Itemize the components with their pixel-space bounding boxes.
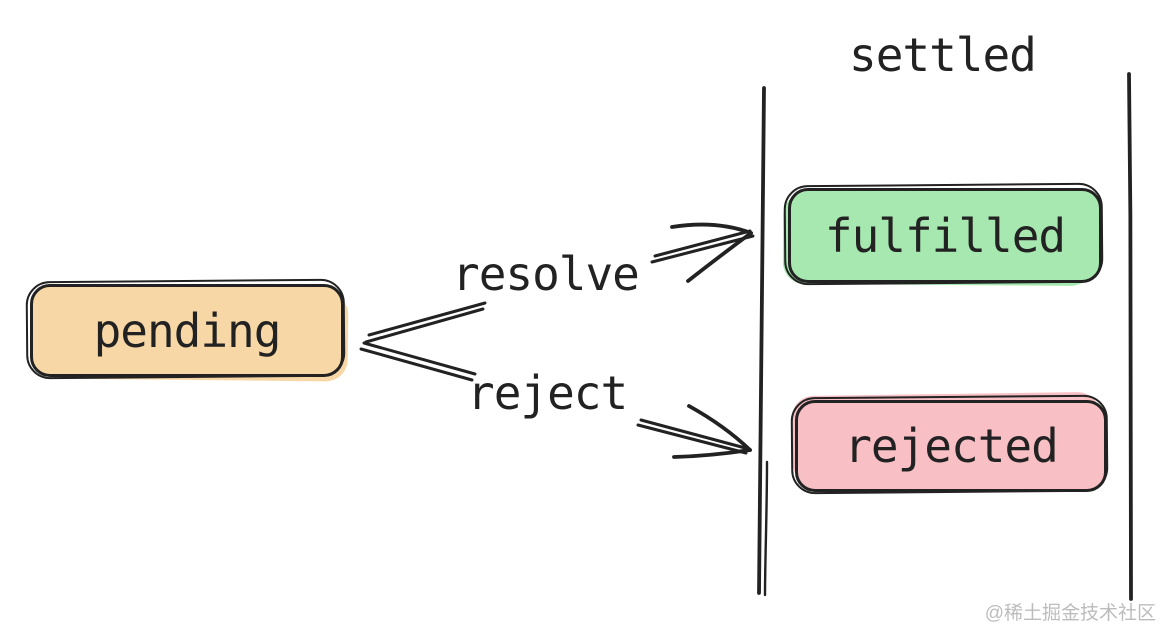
fulfilled-node-body: fulfilled <box>788 188 1102 283</box>
resolve-edge-label: resolve <box>452 247 640 301</box>
watermark-text: @稀土掘金技术社区 <box>984 603 1156 624</box>
rejected-state-node: rejected <box>791 391 1107 492</box>
reject-edge-label: reject <box>467 366 628 420</box>
rejected-node-label: rejected <box>844 419 1059 473</box>
fulfilled-state-node: fulfilled <box>782 188 1102 287</box>
pending-state-node: pending <box>30 284 349 382</box>
settled-region-title: settled <box>849 28 1037 82</box>
pending-node-body: pending <box>30 284 344 377</box>
fulfilled-node-label: fulfilled <box>824 208 1066 263</box>
settled-left-boundary-line <box>757 86 769 597</box>
settled-right-boundary-line <box>1127 72 1134 601</box>
pending-node-label: pending <box>93 303 282 358</box>
rejected-node-body: rejected <box>795 400 1107 492</box>
